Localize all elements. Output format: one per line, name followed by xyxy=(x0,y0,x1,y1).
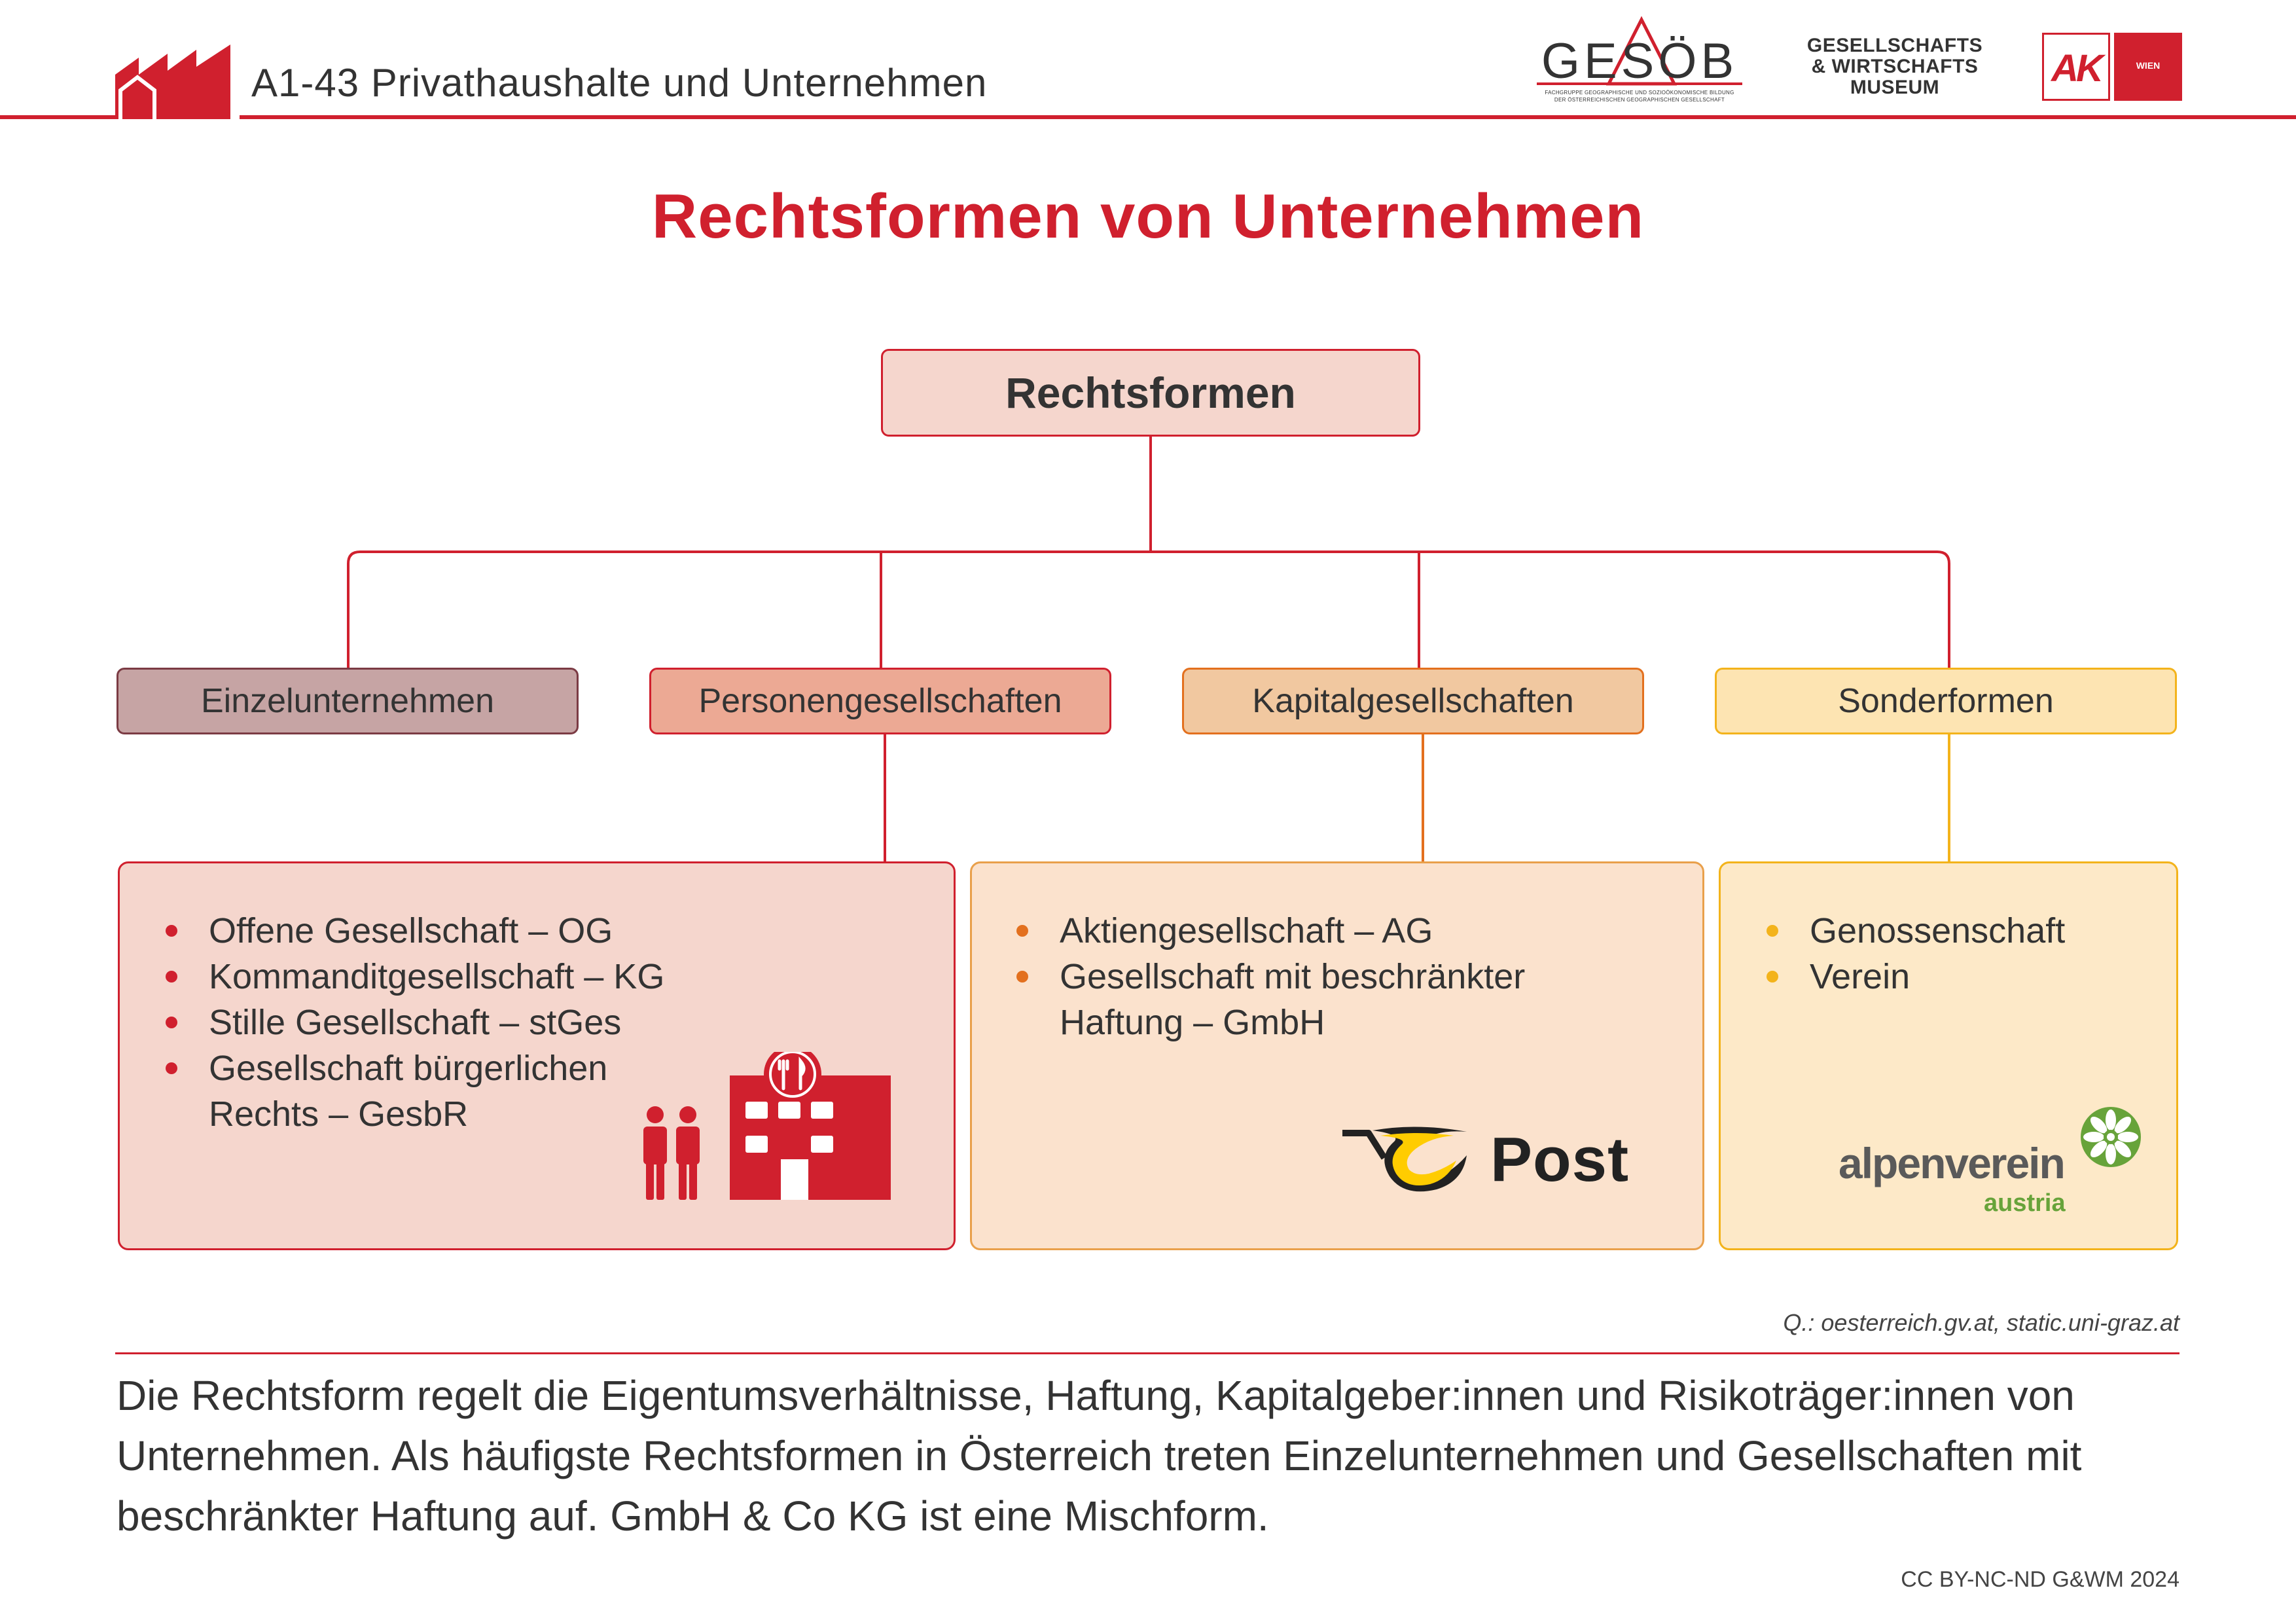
detail-sonderformen: Genossenschaft Verein alpenverein austri… xyxy=(1719,861,2178,1250)
list-item: Genossenschaft xyxy=(1767,908,2065,954)
gesoeb-subline: FACHGRUPPE GEOGRAPHISCHE UND SOZIOÖKONOM… xyxy=(1532,89,1748,103)
gwm-line-3: MUSEUM xyxy=(1850,77,1940,98)
list-item-text: Genossenschaft xyxy=(1810,911,2066,950)
bullet-icon xyxy=(1767,971,1778,983)
list-item-text: Offene Gesellschaft – OG xyxy=(209,911,613,950)
list-item-continuation: Haftung – GmbH xyxy=(1016,1000,1525,1045)
description-text: Die Rechtsform regelt die Eigentumsverhä… xyxy=(117,1372,2082,1540)
gwm-line-1: GESELLSCHAFTS xyxy=(1806,35,1983,56)
category-kapitalgesellschaften: Kapitalgesellschaften xyxy=(1182,668,1644,734)
category-sonderformen: Sonderformen xyxy=(1715,668,2177,734)
gesoeb-logo: GESÖB FACHGRUPPE GEOGRAPHISCHE UND SOZIO… xyxy=(1532,16,1748,103)
gwm-line-2: & WIRTSCHAFTS xyxy=(1811,56,1979,77)
list-item-text: Haftung – GmbH xyxy=(1060,1003,1325,1042)
bullet-icon xyxy=(166,1017,177,1028)
list-item-text: Stille Gesellschaft – stGes xyxy=(209,1003,622,1042)
bullet-icon xyxy=(1016,925,1028,937)
list-item: Aktiengesellschaft – AG xyxy=(1016,908,1525,954)
alpenverein-sub: austria xyxy=(1984,1189,2066,1217)
category-personengesellschaften: Personengesellschaften xyxy=(649,668,1111,734)
header-title: A1-43 Privathaushalte und Unternehmen xyxy=(251,61,988,105)
detail-personengesellschaften: Offene Gesellschaft – OG Kommanditgesell… xyxy=(118,861,956,1250)
list-item: Verein xyxy=(1767,954,2065,1000)
category-einzelunternehmen: Einzelunternehmen xyxy=(117,668,579,734)
kapital-list: Aktiengesellschaft – AG Gesellschaft mit… xyxy=(1016,908,1525,1045)
post-wordmark: Post xyxy=(1490,1125,1630,1195)
bullet-icon xyxy=(166,971,177,983)
list-item-text: Gesellschaft bürgerlichen xyxy=(209,1049,608,1088)
header-gap xyxy=(230,111,240,123)
root-node: Rechtsformen xyxy=(881,349,1420,437)
restaurant-people-icon xyxy=(643,1052,891,1200)
edelweiss-icon xyxy=(2081,1107,2141,1167)
list-item: Stille Gesellschaft – stGes xyxy=(166,1000,664,1045)
sonder-list: Genossenschaft Verein xyxy=(1767,908,2065,1000)
bullet-icon xyxy=(166,925,177,937)
gesoeb-triangle-icon xyxy=(1537,16,1742,86)
source-note: Q.: oesterreich.gv.at, static.uni-graz.a… xyxy=(1783,1309,2179,1336)
header-rule xyxy=(0,115,2296,119)
bullet-icon xyxy=(1767,925,1778,937)
list-item-continuation: Rechts – GesbR xyxy=(166,1091,664,1137)
connector-bus xyxy=(347,550,1950,668)
ak-logo-text: AK xyxy=(2051,47,2104,90)
gesoeb-word: GESÖB xyxy=(1541,33,1738,89)
ak-logo-right: WIEN xyxy=(2114,33,2182,101)
gesoeb-subline-2: DER ÖSTERREICHISCHEN GEOGRAPHISCHEN GESE… xyxy=(1554,97,1725,103)
bullet-icon xyxy=(166,1062,177,1074)
footer-rule xyxy=(115,1352,2179,1354)
list-item-text: Rechts – GesbR xyxy=(209,1094,469,1134)
list-item: Offene Gesellschaft – OG xyxy=(166,908,664,954)
alpenverein-logo: alpenverein austria xyxy=(1839,1106,2141,1223)
list-item-text: Verein xyxy=(1810,957,1910,996)
ak-logo-wien: WIEN xyxy=(2136,60,2161,71)
list-item-text: Gesellschaft mit beschränkter xyxy=(1060,957,1526,996)
detail-kapitalgesellschaften: Aktiengesellschaft – AG Gesellschaft mit… xyxy=(970,861,1704,1250)
list-item-text: Kommanditgesellschaft – KG xyxy=(209,957,665,996)
personen-list: Offene Gesellschaft – OG Kommanditgesell… xyxy=(166,908,664,1137)
factory-icon xyxy=(115,45,230,119)
page-title: Rechtsformen von Unternehmen xyxy=(651,181,1645,251)
list-item: Gesellschaft bürgerlichen xyxy=(166,1045,664,1091)
ak-logo-left: AK xyxy=(2042,33,2110,101)
gwm-logo: GESELLSCHAFTS & WIRTSCHAFTS MUSEUM xyxy=(1793,35,1996,98)
alpenverein-wordmark: alpenverein xyxy=(1839,1139,2066,1187)
bullet-icon xyxy=(1016,971,1028,983)
gesoeb-subline-1: FACHGRUPPE GEOGRAPHISCHE UND SOZIOÖKONOM… xyxy=(1545,90,1734,96)
post-logo: Post xyxy=(1338,1116,1653,1195)
license-note: CC BY-NC-ND G&WM 2024 xyxy=(1901,1567,2179,1592)
people-icon xyxy=(643,1106,700,1200)
post-horn-icon xyxy=(1342,1127,1467,1192)
ak-logo: AK WIEN xyxy=(2042,33,2182,102)
restaurant-building-icon xyxy=(730,1052,891,1200)
list-item-text: Aktiengesellschaft – AG xyxy=(1060,911,1433,950)
list-item: Gesellschaft mit beschränkter xyxy=(1016,954,1525,1000)
list-item: Kommanditgesellschaft – KG xyxy=(166,954,664,1000)
